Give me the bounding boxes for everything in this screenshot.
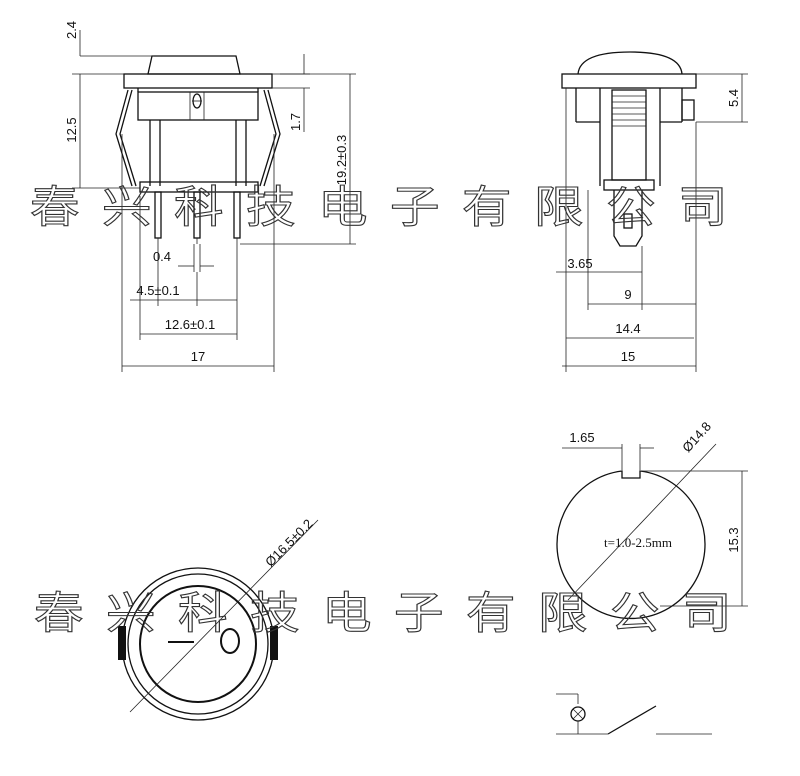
left-clip	[119, 89, 137, 187]
dim-terminal-span: 9	[624, 287, 631, 302]
rocker-face	[139, 585, 257, 703]
front-flange	[123, 73, 273, 89]
side-rocker-dome	[577, 51, 683, 75]
right-latch	[270, 626, 278, 660]
right-clip	[259, 89, 277, 187]
cutout-outline	[556, 470, 706, 620]
dim-cutout-height: 15.3	[726, 527, 741, 552]
dim-flange-height: 1.7	[288, 113, 303, 131]
dim-bezel-diameter: Ø16.5±0.2	[262, 516, 315, 569]
dim-side-flange: 5.4	[726, 89, 741, 107]
dim-side-total-width: 15	[621, 349, 635, 364]
dim-total-height: 19.2±0.3	[334, 135, 349, 186]
switch-contact	[607, 705, 657, 735]
side-view: 5.4 3.65 9 14.4 15	[556, 51, 748, 372]
dim-pin-pitch: 4.5±0.1	[136, 283, 179, 298]
side-stem	[611, 89, 647, 181]
dim-terminal-offset: 3.65	[567, 256, 592, 271]
dim-flange-width: 17	[191, 349, 205, 364]
circuit-schematic	[556, 693, 712, 735]
front-view: 2.4 12.5 1.7 19.2±0.3 0.4 4.5±0.1 12.6±0…	[64, 21, 356, 372]
dim-outer-pitch: 12.6±0.1	[165, 317, 216, 332]
dim-side-body-width: 14.4	[615, 321, 640, 336]
left-latch	[118, 626, 126, 660]
front-body	[137, 91, 259, 121]
side-terminal	[613, 190, 643, 247]
dim-cutout-diameter: Ø14.8	[679, 419, 714, 455]
dim-cutout-key: 1.65	[569, 430, 594, 445]
dim-body-height: 12.5	[64, 117, 79, 142]
watermark-bottom: 春兴科技电子有限公司	[34, 588, 754, 639]
rocker-top	[147, 55, 241, 75]
watermark-top: 春兴科技电子有限公司	[30, 182, 750, 233]
dim-pin-width: 0.4	[153, 249, 171, 264]
panel-thickness-label: t=1.0-2.5mm	[604, 535, 672, 550]
off-symbol	[220, 628, 240, 654]
dim-top-height: 2.4	[64, 21, 79, 39]
side-flange	[561, 73, 697, 89]
